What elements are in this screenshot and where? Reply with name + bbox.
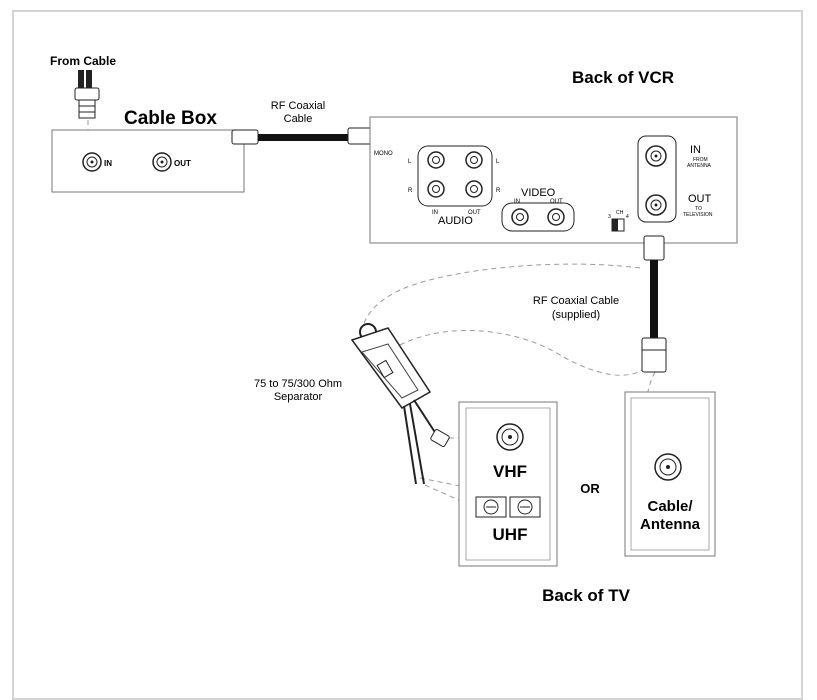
audio-out-r-jack [465,180,483,198]
label-uhf: UHF [493,525,528,544]
label-vcr-video-in: IN [514,199,520,205]
vcr-audio-jacks [417,145,493,207]
label-vcr-video-out: OUT [550,199,563,205]
label-vcr-from-antenna-2: ANTENNA [687,163,712,169]
vcr-tv-out-jack [645,194,667,216]
label-vcr-in: IN [690,144,701,156]
label-vcr-l2: L [496,159,500,165]
ohm-separator [350,323,450,485]
label-rf-coax-supplied-1: RF Coaxial Cable [533,295,619,307]
label-vcr-audio-out: OUT [468,210,481,216]
label-separator-2: Separator [274,391,323,403]
label-vcr-video: VIDEO [521,187,556,199]
label-vcr-ch-3: 3 [608,214,611,220]
label-vcr-ch-4: 4 [626,214,629,220]
label-vcr-l1: L [408,159,412,165]
vcr-ch-switch [611,218,625,232]
wire-separator-to-coax [399,330,646,376]
cable-box-out-jack [152,152,172,172]
label-vhf: VHF [493,462,527,481]
video-out-jack [547,208,565,226]
tv-uhf-terminals [475,496,541,518]
label-cable-antenna-2: Antenna [640,516,701,533]
tv-cable-antenna-jack [654,453,682,481]
label-cable-box-out: OUT [174,159,191,168]
label-vcr-audio: AUDIO [438,215,473,227]
label-cable-box-in: IN [104,159,112,168]
label-or: OR [580,481,600,496]
label-vcr-from-antenna-1: FROM [693,157,708,163]
label-vcr-r2: R [496,188,501,194]
label-cable-antenna-1: Cable/ [647,498,693,515]
label-from-cable: From Cable [50,54,116,68]
tv-vhf-jack [496,423,524,451]
wire-vcr-to-separator [359,263,641,336]
label-vcr-out: OUT [688,193,712,205]
audio-in-l-jack [427,151,445,169]
label-back-of-vcr: Back of VCR [572,68,674,87]
label-rf-coax-supplied-2: (supplied) [552,309,600,321]
tv-wallplate-cable-antenna-inner [630,397,710,551]
vcr-video-jacks [501,202,575,232]
video-in-jack [511,208,529,226]
cable-box [51,129,245,193]
cable-box-in-jack [82,152,102,172]
label-rf-coax-top-1: RF Coaxial [271,100,325,112]
label-vcr-audio-in: IN [432,210,438,216]
from-cable-connector [74,70,100,119]
vcr-rf-jacks [637,135,677,223]
label-separator-1: 75 to 75/300 Ohm [254,378,342,390]
audio-out-l-jack [465,151,483,169]
audio-in-r-jack [427,180,445,198]
vcr-antenna-in-jack [645,145,667,167]
label-vcr-to-tv-1: TO [695,206,702,212]
label-cable-box: Cable Box [124,108,217,129]
rf-coax-cable-supplied [641,235,667,373]
label-vcr-r1: R [408,188,413,194]
label-vcr-mono: MONO [374,151,393,157]
tv-wallplate-vhf-uhf-inner [465,407,551,561]
label-vcr-to-tv-2: TELEVISION [683,212,713,218]
label-vcr-ch: CH [616,210,624,216]
rf-coax-cable-top [231,127,373,145]
label-back-of-tv: Back of TV [542,586,631,605]
label-rf-coax-top-2: Cable [284,113,313,125]
